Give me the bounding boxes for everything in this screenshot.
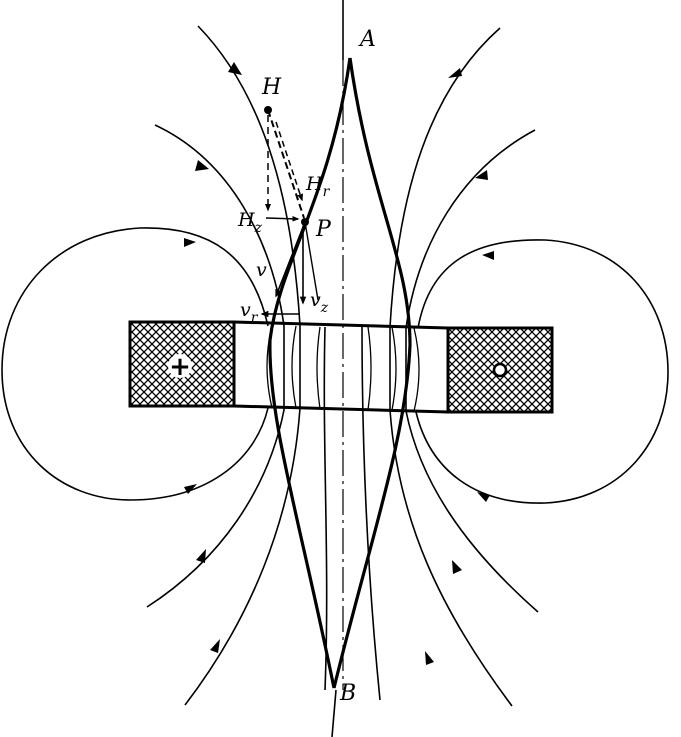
vector-construction (260, 106, 319, 318)
closed-field-loops (1, 227, 669, 504)
label-v: v (256, 259, 267, 281)
label-point-h: H (261, 75, 282, 100)
current-in-symbol: + (169, 352, 191, 382)
optical-axis (331, 0, 344, 737)
coil-bore-top (233, 320, 449, 330)
label-point-b: B (339, 681, 356, 706)
labels: A B H P Hr Hz v vr vz (237, 27, 376, 706)
h-r-component (275, 121, 303, 202)
label-point-a: A (358, 27, 376, 52)
open-field-lines (146, 25, 539, 707)
label-point-p: P (315, 217, 332, 242)
electron-trajectories (268, 57, 412, 689)
coil: + (128, 320, 554, 414)
current-out-symbol (492, 362, 508, 378)
label-h-r: Hr (305, 173, 331, 200)
label-h-z: Hz (237, 209, 263, 236)
h-z-pointer (265, 216, 300, 222)
coil-bore-bottom (233, 404, 449, 414)
field-direction-arrows (184, 62, 494, 665)
label-v-r: vr (240, 299, 259, 326)
v-vector (275, 221, 306, 298)
label-v-z: vz (310, 289, 329, 316)
